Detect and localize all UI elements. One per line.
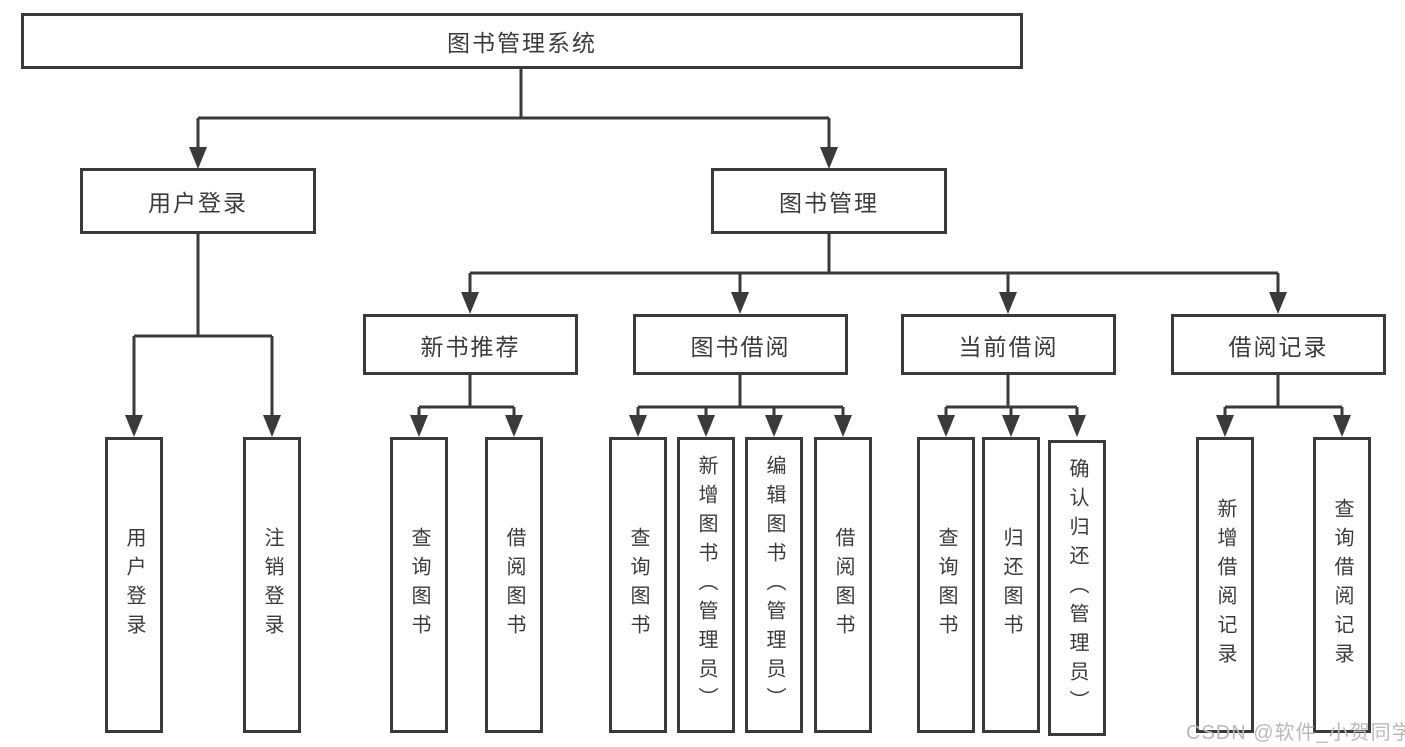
leaf-borrow-books-label: 借阅图书: [832, 527, 854, 643]
leaf-newbook-borrow-books-label: 借阅图书: [503, 527, 525, 643]
node-user-login: 用户登录: [80, 168, 316, 234]
leaf-borrow-books: 借阅图书: [814, 437, 872, 733]
leaf-edit-books-admin-label: 编辑图书（管理员）: [763, 454, 785, 716]
leaf-add-books-admin-label: 新增图书（管理员）: [695, 454, 717, 716]
leaf-current-query-books-label: 查询图书: [935, 527, 957, 643]
connector-current-borrow-to-leaves: [937, 375, 1086, 437]
leaf-add-borrow-record: 新增借阅记录: [1196, 437, 1254, 733]
connector-borrow-records-to-leaves: [1216, 375, 1351, 437]
leaf-query-borrow-record-label: 查询借阅记录: [1331, 498, 1353, 672]
leaf-borrow-query-books: 查询图书: [609, 437, 667, 733]
node-book-management: 图书管理: [711, 168, 947, 234]
node-borrowing-records: 借阅记录: [1171, 314, 1386, 375]
leaf-return-books-label: 归还图书: [1000, 527, 1022, 643]
leaf-user-login: 用户登录: [105, 437, 163, 733]
leaf-logout-label: 注销登录: [261, 527, 283, 643]
node-new-book-recommendation: 新书推荐: [363, 314, 578, 375]
leaf-newbook-query-books-label: 查询图书: [408, 527, 430, 643]
leaf-newbook-query-books: 查询图书: [390, 437, 448, 733]
node-book-borrowing: 图书借阅: [633, 314, 848, 375]
leaf-edit-books-admin: 编辑图书（管理员）: [745, 437, 803, 733]
leaf-confirm-return-admin-label: 确认归还（管理员）: [1066, 457, 1088, 719]
leaf-query-borrow-record: 查询借阅记录: [1313, 437, 1371, 733]
leaf-return-books: 归还图书: [982, 437, 1040, 733]
leaf-user-login-label: 用户登录: [123, 527, 145, 643]
connector-root-to-level2: [189, 68, 838, 169]
leaf-newbook-borrow-books: 借阅图书: [485, 437, 543, 733]
connector-new-book-to-leaves: [410, 375, 523, 437]
csdn-watermark: CSDN @软件_小贺同学: [1186, 722, 1405, 744]
connector-book-management-to-level3: [461, 234, 1287, 314]
leaf-logout: 注销登录: [243, 437, 301, 733]
node-root-system: 图书管理系统: [21, 13, 1023, 69]
leaf-confirm-return-admin: 确认归还（管理员）: [1048, 440, 1106, 736]
leaf-add-borrow-record-label: 新增借阅记录: [1214, 498, 1236, 672]
leaf-borrow-query-books-label: 查询图书: [627, 527, 649, 643]
connector-book-borrow-to-leaves: [629, 375, 852, 437]
leaf-current-query-books: 查询图书: [917, 437, 975, 733]
connector-user-login-to-leaves: [125, 233, 281, 437]
node-current-borrowing: 当前借阅: [901, 314, 1116, 375]
leaf-add-books-admin: 新增图书（管理员）: [677, 437, 735, 733]
